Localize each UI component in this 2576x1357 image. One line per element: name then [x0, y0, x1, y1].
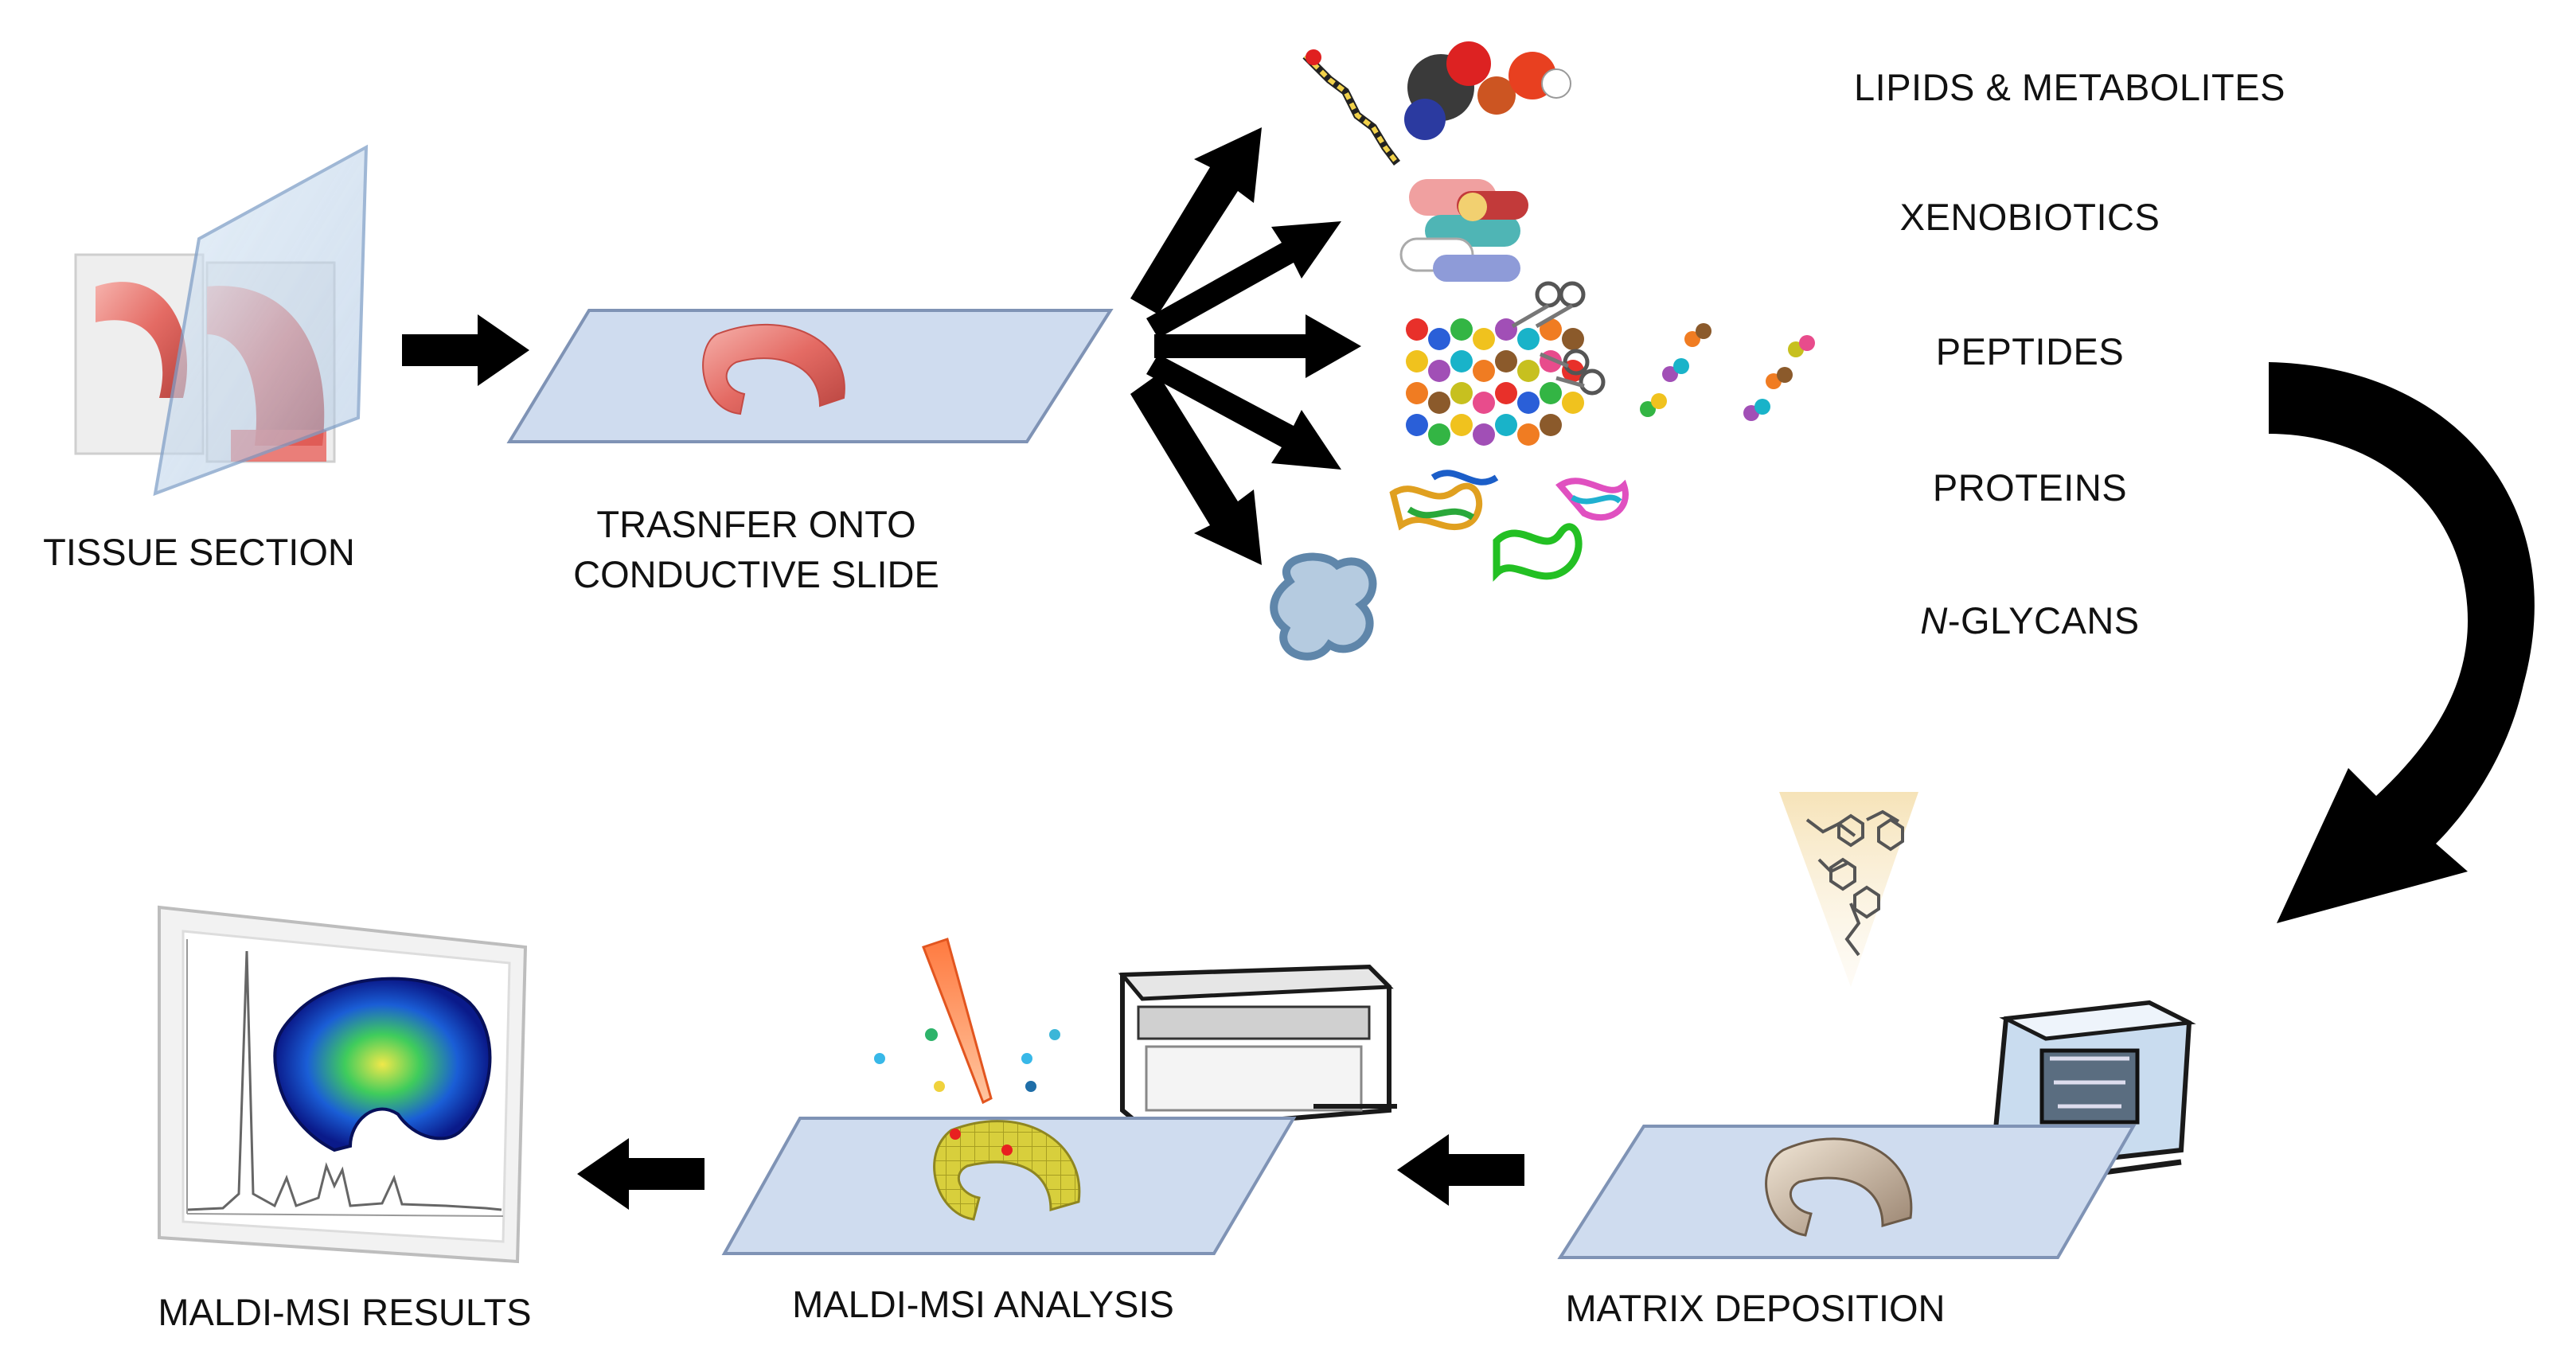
ion-intensity-heatmap: [273, 977, 492, 1152]
peptide-bead: [1651, 393, 1667, 409]
slide-matrix: [1557, 1125, 2137, 1259]
fan-arrow-down: [1130, 374, 1262, 565]
fan-arrow-lower: [1146, 354, 1341, 470]
maldi-laser-beam: [922, 938, 993, 1105]
label-maldi-analysis: MALDI-MSI ANALYSIS: [792, 1283, 1174, 1325]
peptide-bead: [1473, 328, 1495, 350]
peptide-bead: [1495, 350, 1517, 372]
scissors-icon: [1511, 281, 1606, 396]
peptide-bead: [1473, 423, 1495, 446]
peptide-bead: [1562, 328, 1584, 350]
ion-particles: [874, 1028, 1060, 1092]
peptide-bead: [1662, 366, 1678, 382]
arrow-left-2: [1397, 1134, 1524, 1206]
peptide-bead: [1428, 423, 1450, 446]
label-peptides: PEPTIDES: [1935, 330, 2125, 372]
peptide-bead: [1406, 350, 1428, 372]
peptide-bead: [1517, 360, 1540, 382]
arrow-left-3: [577, 1138, 704, 1210]
matrix-molecule-icons: [1805, 809, 1904, 957]
peptide-bead: [1754, 399, 1770, 415]
peptide-bead: [1450, 350, 1473, 372]
peptide-bead: [1777, 367, 1793, 383]
peptide-bead: [1540, 382, 1562, 404]
xenobiotics-pills-icon: [1399, 179, 1528, 282]
laser-spot-marker: [1001, 1144, 1013, 1156]
peptide-bead: [1495, 318, 1517, 341]
peptide-bead: [1495, 414, 1517, 436]
peptide-bead: [1517, 423, 1540, 446]
label-nglycans: N-GLYCANS: [1751, 599, 2309, 642]
peptide-bead: [1450, 382, 1473, 404]
peptide-bead: [1473, 360, 1495, 382]
fan-arrow-up: [1130, 127, 1262, 314]
tissue-with-matrix-icon: [1765, 1137, 1913, 1237]
peptide-bead: [1428, 392, 1450, 414]
peptide-bead: [1495, 382, 1517, 404]
peptide-bead: [1640, 401, 1656, 417]
peptide-bead: [1684, 331, 1700, 347]
peptide-bead: [1406, 414, 1428, 436]
label-maldi-results: MALDI-MSI RESULTS: [158, 1291, 531, 1333]
tissue-block-icon: [74, 144, 369, 497]
arrow-right-1: [402, 314, 529, 386]
peptide-bead: [1540, 414, 1562, 436]
slide-analysis: [721, 1117, 1297, 1255]
peptide-bead: [1517, 392, 1540, 414]
peptide-bead: [1450, 318, 1473, 341]
peptide-bead: [1450, 414, 1473, 436]
peptide-bead: [1428, 328, 1450, 350]
fan-arrow-mid: [1154, 314, 1361, 378]
tissue-on-slide-icon: [702, 323, 845, 415]
mass-spectrometer-icon: [1118, 964, 1397, 1133]
tissue-raster-grid-icon: [933, 1120, 1081, 1221]
peptide-bead: [1473, 392, 1495, 414]
label-lipids-metabolites: LIPIDS & METABOLITES: [1854, 66, 2285, 108]
peptides-beads-icon: [1406, 318, 1815, 446]
label-xenobiotics: XENOBIOTICS: [1899, 196, 2160, 238]
label-matrix-deposition: MATRIX DEPOSITION: [1566, 1287, 1946, 1329]
mass-spectrum-trace: [186, 939, 504, 1217]
peptide-bead: [1406, 318, 1428, 341]
laser-spot-marker: [950, 1129, 961, 1140]
peptide-bead: [1799, 335, 1815, 351]
results-image-panel: [158, 905, 528, 1264]
label-proteins: PROTEINS: [1932, 466, 2128, 509]
matrix-spray-cone: [1779, 792, 1918, 987]
peptide-bead: [1406, 382, 1428, 404]
peptide-bead: [1540, 318, 1562, 341]
curved-arrow-down: [2269, 362, 2535, 923]
peptide-bead: [1428, 360, 1450, 382]
label-tissue-section: TISSUE SECTION: [43, 531, 355, 573]
lipid-molecule-icon: [1302, 41, 1571, 166]
proteins-ribbon-icon: [1389, 470, 1629, 582]
label-transfer-line2: CONDUCTIVE SLIDE: [573, 553, 939, 595]
peptide-bead: [1562, 392, 1584, 414]
peptide-bead: [1696, 323, 1711, 339]
nglycans-prefix: N: [1920, 599, 1948, 641]
label-transfer-line1: TRASNFER ONTO: [596, 503, 915, 545]
peptide-bead: [1673, 358, 1689, 374]
peptide-bead: [1517, 328, 1540, 350]
nglycans-icon: [1270, 552, 1377, 661]
nglycans-suffix: -GLYCANS: [1947, 599, 2140, 641]
fan-arrow-upper: [1146, 221, 1341, 338]
fan-arrows: [1130, 127, 1361, 565]
